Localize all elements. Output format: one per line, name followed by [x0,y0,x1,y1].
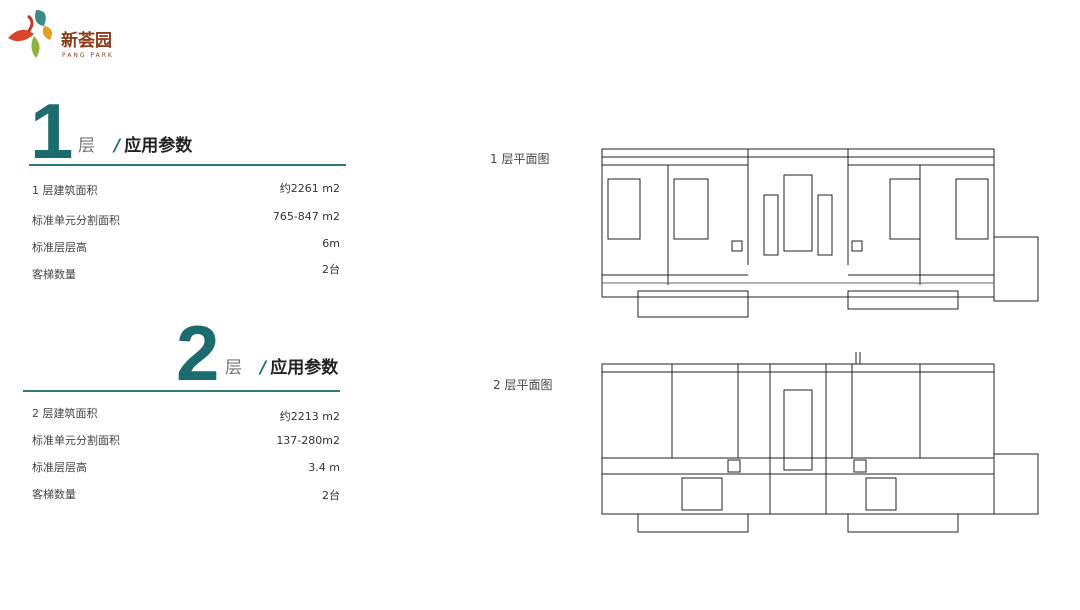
logo: 新荟园 PANG PARK [6,6,136,61]
param-label: 客梯数量 [32,488,76,501]
param-value: 2台 [322,263,340,276]
param-value: 765-847 m2 [272,210,340,223]
param-value: 6m [322,237,340,250]
param-value: 约2213 m2 [279,410,340,423]
floor-1-plan [601,148,1039,318]
param-label: 标准单元分割面积 [32,434,120,447]
param-value: 2台 [322,489,340,502]
param-label: 标准层层高 [32,241,87,254]
section-subtitle: /应用参数 [114,136,193,156]
floor-number: 1 [30,87,74,175]
floor-unit: 层 [78,136,95,156]
logo-name: 新荟园 [61,31,112,51]
param-value: 约2261 m2 [279,182,340,195]
plan-1-label: 1 层平面图 [490,152,550,166]
divider [29,164,346,166]
divider [23,390,340,392]
param-label: 1 层建筑面积 [32,184,98,197]
param-value: 137-280m2 [276,434,340,447]
param-label: 标准层层高 [32,461,87,474]
floor-2-plan [601,352,1039,533]
floor-number: 2 [176,309,220,397]
floor-unit: 层 [225,358,242,378]
section-subtitle: /应用参数 [260,358,339,378]
param-label: 2 层建筑面积 [32,407,98,420]
logo-flower-icon [8,10,52,58]
plan-2-label: 2 层平面图 [493,378,553,392]
param-label: 客梯数量 [32,268,76,281]
logo-subtitle: PANG PARK [62,52,114,59]
param-value: 3.4 m [308,461,340,474]
param-label: 标准单元分割面积 [32,214,120,227]
